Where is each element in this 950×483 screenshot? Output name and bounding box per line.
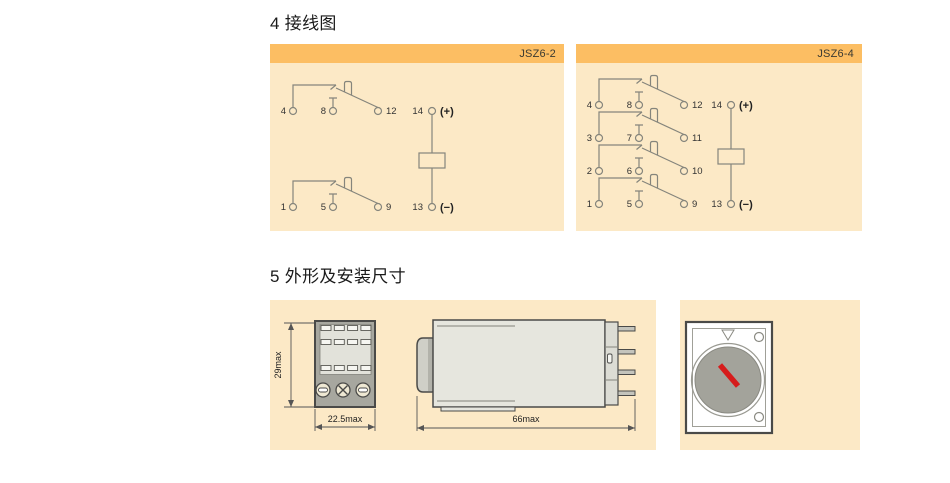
terminal-label: 10 bbox=[692, 166, 703, 177]
dial-indicator bbox=[717, 363, 741, 388]
terminal-label: 5 bbox=[627, 199, 632, 210]
mounting-hole bbox=[753, 411, 765, 423]
height-dimension-label: 29max bbox=[273, 351, 283, 379]
relay-side-view: 66max bbox=[416, 319, 636, 431]
screw-terminals bbox=[315, 382, 371, 398]
mounting-hole bbox=[753, 331, 765, 343]
coil-polarity-minus: (−) bbox=[739, 199, 753, 211]
contact-row-2: 3 7 11 bbox=[587, 107, 702, 144]
terminal-label: 9 bbox=[692, 199, 697, 210]
wiring-panel-jsz6-2: JSZ6-2 4 8 12 1 5 9 bbox=[270, 44, 564, 231]
relay-top-view bbox=[684, 320, 774, 435]
coil-terminal-label: 13 bbox=[412, 202, 423, 213]
coil-polarity-plus: (+) bbox=[739, 100, 753, 112]
coil-circuit bbox=[418, 106, 446, 212]
wiring-panel-jsz6-4: JSZ6-4 4 8 12 3 7 11 bbox=[576, 44, 862, 231]
panel-label: JSZ6-4 bbox=[817, 47, 854, 60]
height-dimension bbox=[284, 322, 314, 408]
relay-pins bbox=[617, 326, 636, 396]
terminal-label: 12 bbox=[386, 106, 397, 117]
dial-pointer-triangle bbox=[721, 329, 735, 341]
length-dimension bbox=[416, 396, 636, 431]
contact-row-4: 1 5 9 bbox=[587, 173, 697, 210]
dial-drawing-svg bbox=[684, 320, 774, 435]
contact-row-1: 4 8 12 bbox=[281, 80, 397, 117]
terminal-label: 2 bbox=[587, 166, 592, 177]
dimension-drawing-svg: 29max 22.5max bbox=[273, 319, 636, 431]
terminal-label: 5 bbox=[321, 202, 326, 213]
coil-terminal-label: 14 bbox=[412, 106, 423, 117]
dial-panel bbox=[680, 300, 860, 450]
terminal-label: 12 bbox=[692, 100, 703, 111]
length-dimension-label: 66max bbox=[512, 414, 540, 424]
coil-polarity-plus: (+) bbox=[440, 106, 454, 118]
contact-row-3: 2 6 10 bbox=[587, 140, 703, 177]
terminal-label: 1 bbox=[281, 202, 286, 213]
terminal-label: 8 bbox=[627, 100, 632, 111]
terminal-label: 6 bbox=[627, 166, 632, 177]
width-dimension bbox=[314, 409, 376, 431]
coil-circuit bbox=[717, 100, 745, 209]
terminal-label: 1 bbox=[587, 199, 592, 210]
terminal-label: 4 bbox=[281, 106, 286, 117]
terminal-label: 3 bbox=[587, 133, 592, 144]
coil-terminal-label: 14 bbox=[711, 100, 722, 111]
terminal-label: 11 bbox=[692, 133, 702, 144]
terminal-label: 7 bbox=[627, 133, 632, 144]
wiring-diagram-jsz6-4-svg: 4 8 12 3 7 11 2 6 10 1 5 9 14 bbox=[587, 74, 753, 211]
panel-label: JSZ6-2 bbox=[519, 47, 556, 60]
terminal-label: 9 bbox=[386, 202, 391, 213]
section-5-title: 5 外形及安装尺寸 bbox=[270, 267, 406, 286]
timer-dial bbox=[694, 346, 762, 414]
wiring-diagram-jsz6-2-svg: 4 8 12 1 5 9 14 (+) 13 (−) bbox=[281, 80, 454, 214]
dimensions-panel: 29max 22.5max bbox=[270, 300, 656, 450]
panel-header: JSZ6-4 bbox=[576, 44, 862, 63]
section-4-title: 4 接线图 bbox=[270, 14, 337, 33]
terminal-label: 4 bbox=[587, 100, 592, 111]
panel-header: JSZ6-2 bbox=[270, 44, 564, 63]
coil-terminal-label: 13 bbox=[711, 199, 722, 210]
terminal-label: 8 bbox=[321, 106, 326, 117]
contact-row-1: 4 8 12 bbox=[587, 74, 703, 111]
coil-polarity-minus: (−) bbox=[440, 202, 454, 214]
width-dimension-label: 22.5max bbox=[328, 414, 363, 424]
contact-row-2: 1 5 9 bbox=[281, 176, 391, 213]
relay-front-view: 29max 22.5max bbox=[273, 320, 376, 431]
